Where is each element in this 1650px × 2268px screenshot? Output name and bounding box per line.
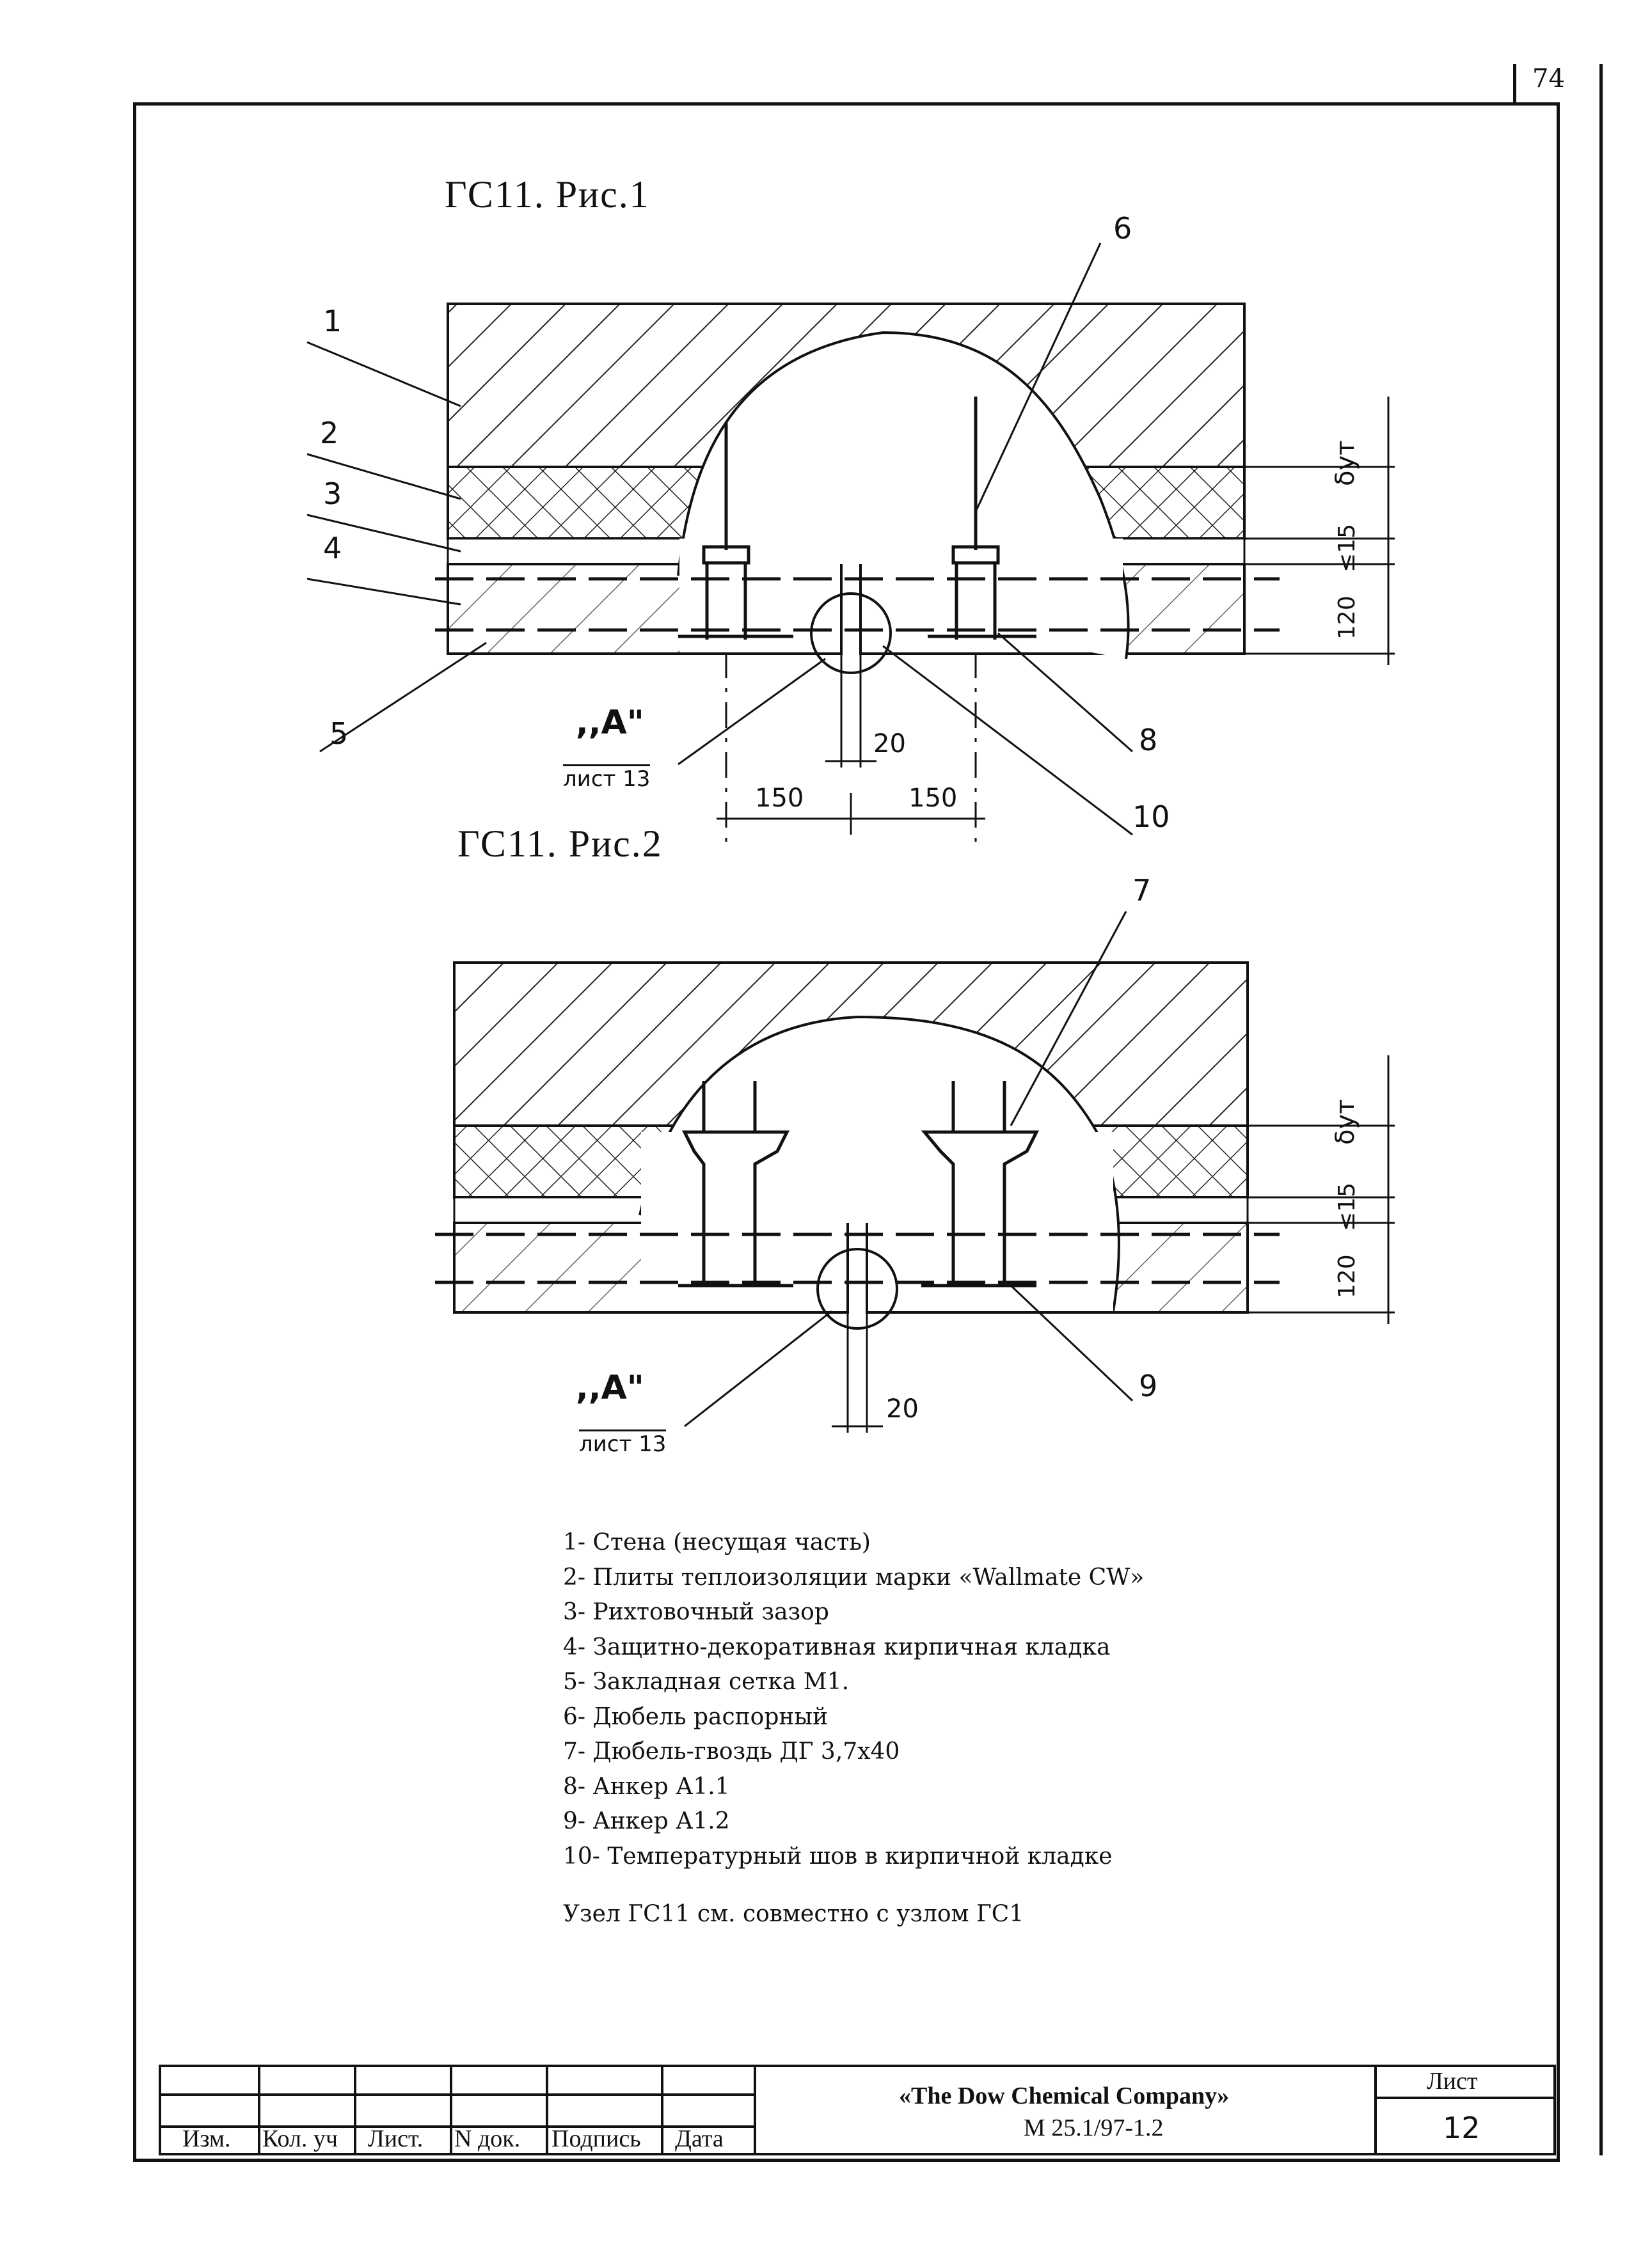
callout-9: 9	[1139, 1369, 1158, 1403]
detail-ref-1-label: ,,А"	[576, 704, 644, 742]
fig1-cutaway-fill	[679, 539, 1123, 652]
legend-item: 2- Плиты теплоизоляции марки «Wallmate C…	[563, 1564, 1145, 1591]
legend: 1- Стена (несущая часть) 2- Плиты теплои…	[563, 1525, 1144, 1874]
callout-7: 7	[1132, 873, 1152, 908]
callout-5: 5	[329, 716, 349, 751]
legend-item: 10- Температурный шов в кирпичной кладке	[563, 1843, 1113, 1870]
legend-item: 9- Анкер А1.2	[563, 1808, 730, 1834]
dim-gap-2: ≤15	[1334, 1183, 1360, 1231]
callout-2: 2	[320, 416, 339, 450]
fig1-detail-A-circle	[810, 592, 892, 674]
tb-header-n-dok: N док.	[454, 2125, 521, 2152]
detail-ref-2-sheet: лист 13	[579, 1429, 667, 1457]
legend-item: 1- Стена (несущая часть)	[563, 1529, 871, 1555]
dim-brick-thickness-2: 120	[1334, 1254, 1360, 1298]
sheet-corner-number: 74	[1532, 64, 1565, 93]
dim-insulation-thickness: δут	[1331, 440, 1360, 486]
fig2-anchor-left	[678, 1081, 793, 1288]
figure-1-title: ГС11. Рис.1	[445, 173, 650, 216]
title-block-grid	[159, 2065, 1556, 2155]
dim-insulation-thickness-2: δут	[1331, 1099, 1360, 1145]
fig1-anchor-right	[928, 397, 1036, 640]
dim-joint-width-2: 20	[886, 1394, 919, 1424]
callout-8: 8	[1139, 723, 1158, 757]
legend-item: 8- Анкер А1.1	[563, 1773, 730, 1800]
fig2-detail-A-circle	[816, 1248, 898, 1330]
dim-gap: ≤15	[1334, 524, 1360, 572]
tb-header-list: Лист.	[368, 2125, 424, 2152]
dim-brick-thickness: 120	[1334, 595, 1360, 640]
callout-1: 1	[323, 304, 342, 338]
tb-header-kol-uch: Кол. уч	[262, 2125, 338, 2152]
figure-1	[306, 242, 1395, 851]
frame-right-double-line	[1599, 64, 1603, 2155]
legend-item: 6- Дюбель распорный	[563, 1703, 829, 1730]
drawing-frame	[133, 102, 1560, 2162]
legend-item: 5- Закладная сетка М1.	[563, 1669, 850, 1695]
detail-ref-1-sheet: лист 13	[563, 764, 651, 792]
tb-header-izm: Изм.	[182, 2125, 231, 2152]
callout-10: 10	[1132, 799, 1170, 834]
figure-2	[435, 911, 1395, 1433]
detail-ref-2-label: ,,А"	[576, 1369, 644, 1407]
fig2-leaders	[684, 911, 1134, 1428]
dim-150-left: 150	[755, 784, 804, 813]
tb-sheet-label: Лист	[1427, 2068, 1478, 2095]
fig2-cutaway-fill	[641, 1132, 1113, 1311]
dim-150-right: 150	[908, 784, 958, 813]
tb-sheet-number: 12	[1443, 2111, 1480, 2145]
tb-header-podpis: Подпись	[551, 2125, 641, 2152]
tb-company: «The Dow Chemical Company»	[899, 2083, 1230, 2109]
callout-3: 3	[323, 476, 342, 511]
figure-2-title: ГС11. Рис.2	[457, 823, 663, 865]
legend-item: 7- Дюбель-гвоздь ДГ 3,7х40	[563, 1738, 900, 1765]
legend-item: 4- Защитно-декоративная кирпичная кладка	[563, 1634, 1111, 1660]
callout-4: 4	[323, 531, 342, 565]
tb-header-data: Дата	[675, 2125, 724, 2152]
tb-doc-code: М 25.1/97-1.2	[1024, 2114, 1164, 2141]
note-text: Узел ГС11 см. совместно с узлом ГС1	[563, 1901, 1024, 1927]
fig1-leaders	[306, 242, 1133, 836]
fig1-anchor-left	[678, 422, 793, 640]
callout-6: 6	[1113, 211, 1132, 246]
corner-box-line	[1513, 64, 1516, 104]
legend-item: 3- Рихтовочный зазор	[563, 1599, 829, 1625]
dim-joint-width: 20	[873, 729, 906, 759]
fig2-anchor-right	[921, 1081, 1040, 1288]
